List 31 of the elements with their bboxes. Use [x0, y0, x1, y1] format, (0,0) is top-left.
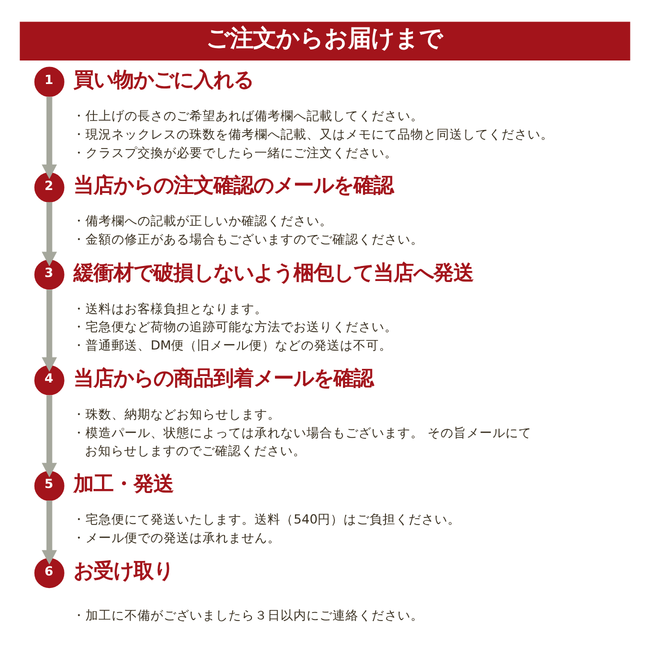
node-label: ・宅急便など荷物の追跡可能な方法でお送りください。 [72, 318, 398, 334]
node-label: 当店からの商品到着メールを確認 [74, 365, 374, 390]
node-circle: 6 [34, 558, 64, 588]
node-label: 加工・発送 [74, 471, 174, 496]
node-label: ・普通郵送、DM便（旧メール便）などの発送は不可。 [72, 337, 392, 352]
node-circle: 3 [34, 259, 64, 290]
arrow [42, 202, 57, 266]
node-label: ・メール便での発送は承れません。 [72, 529, 281, 544]
diagram-title: ご注文からお届けまで [206, 24, 443, 52]
node-label: ・備考欄への記載が正しいか確認ください。 [72, 212, 333, 228]
node-label: ・金額の修正がある場合もございますのでご確認ください。 [72, 231, 424, 246]
node-label: ・現況ネックレスの珠数を備考欄へ記載、又はメモにて品物と同送してください。 [72, 126, 554, 141]
node-label: 緩衝材で破損しないよう梱包して当店へ発送 [74, 260, 474, 284]
node-label: 当店からの注文確認のメールを確認 [74, 172, 394, 197]
arrow [42, 96, 57, 178]
arrow [42, 394, 57, 477]
node-label: ・仕上げの長さのご希望あれば備考欄へ記載してください。 [72, 107, 424, 122]
node-circle: 1 [34, 66, 64, 96]
node-label: ・模造パール、状態によっては承れない場合もございます。 その旨メールにてお知らせしますのでご確認ください。 [72, 424, 532, 458]
arrow [42, 500, 57, 564]
node-circle: 2 [34, 172, 64, 202]
node-circle: 4 [34, 364, 64, 395]
node-label: ・送料はお客様負担となります。 [72, 300, 268, 316]
node-label: お受け取り [74, 558, 174, 582]
node-label: ・加工に不備がございましたら３日以内にご連絡ください。 [72, 606, 424, 622]
node-label: ・クラスプ交換が必要でしたら一緒にご注文ください。 [72, 144, 398, 160]
arrow [42, 289, 57, 372]
node-circle: 5 [34, 470, 64, 500]
node-label: ・珠数、納期などお知らせします。 [72, 406, 281, 421]
node-label: 買い物かごに入れる [74, 66, 254, 91]
node-label: ・宅急便にて発送いたします。送料（540円）はご負担ください。 [72, 511, 461, 526]
